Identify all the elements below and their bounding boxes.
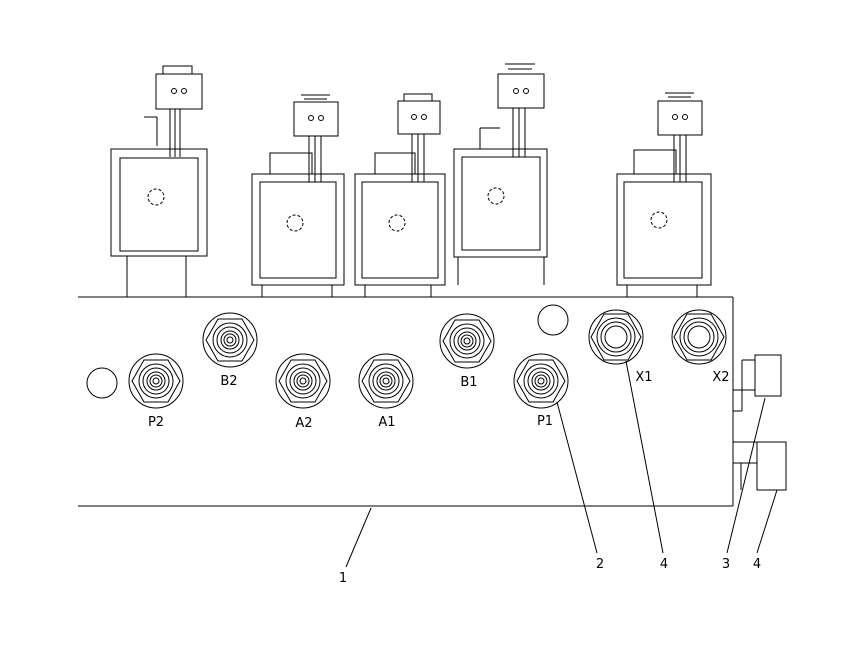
port-label-x2: X2 [712, 370, 729, 385]
port-p2 [128, 353, 184, 409]
callout-2: 2 [596, 557, 604, 572]
port-label-b1: B1 [460, 375, 477, 390]
solenoid-valve-4 [453, 63, 548, 285]
port-label-a1: A1 [378, 415, 395, 430]
port-label-p1: P1 [537, 414, 553, 429]
port-label-x1: X1 [635, 370, 652, 385]
callout-4-right: 4 [753, 557, 761, 572]
solenoid-valve-1 [110, 65, 208, 298]
port-x2 [671, 309, 727, 365]
solenoid-valve-2 [251, 94, 345, 297]
port-p1 [513, 353, 569, 409]
callout-3: 3 [722, 557, 730, 572]
leader-lines [345, 360, 778, 568]
port-x1 [588, 309, 644, 365]
callout-1: 1 [339, 571, 347, 586]
solenoid-valve-5 [616, 92, 712, 297]
manifold-body [78, 296, 734, 507]
port-label-b2: B2 [220, 374, 237, 389]
side-fitting-lower [733, 441, 787, 491]
port-a2 [275, 353, 331, 409]
port-b2 [202, 312, 258, 368]
solenoid-valve-3 [354, 93, 446, 297]
callout-4-left: 4 [660, 557, 668, 572]
port-a1 [358, 353, 414, 409]
side-fitting-upper [733, 354, 782, 412]
port-b1 [439, 313, 495, 369]
plug-top [537, 304, 569, 336]
port-label-p2: P2 [148, 415, 164, 430]
port-label-a2: A2 [295, 416, 312, 431]
plug-left [86, 367, 118, 399]
